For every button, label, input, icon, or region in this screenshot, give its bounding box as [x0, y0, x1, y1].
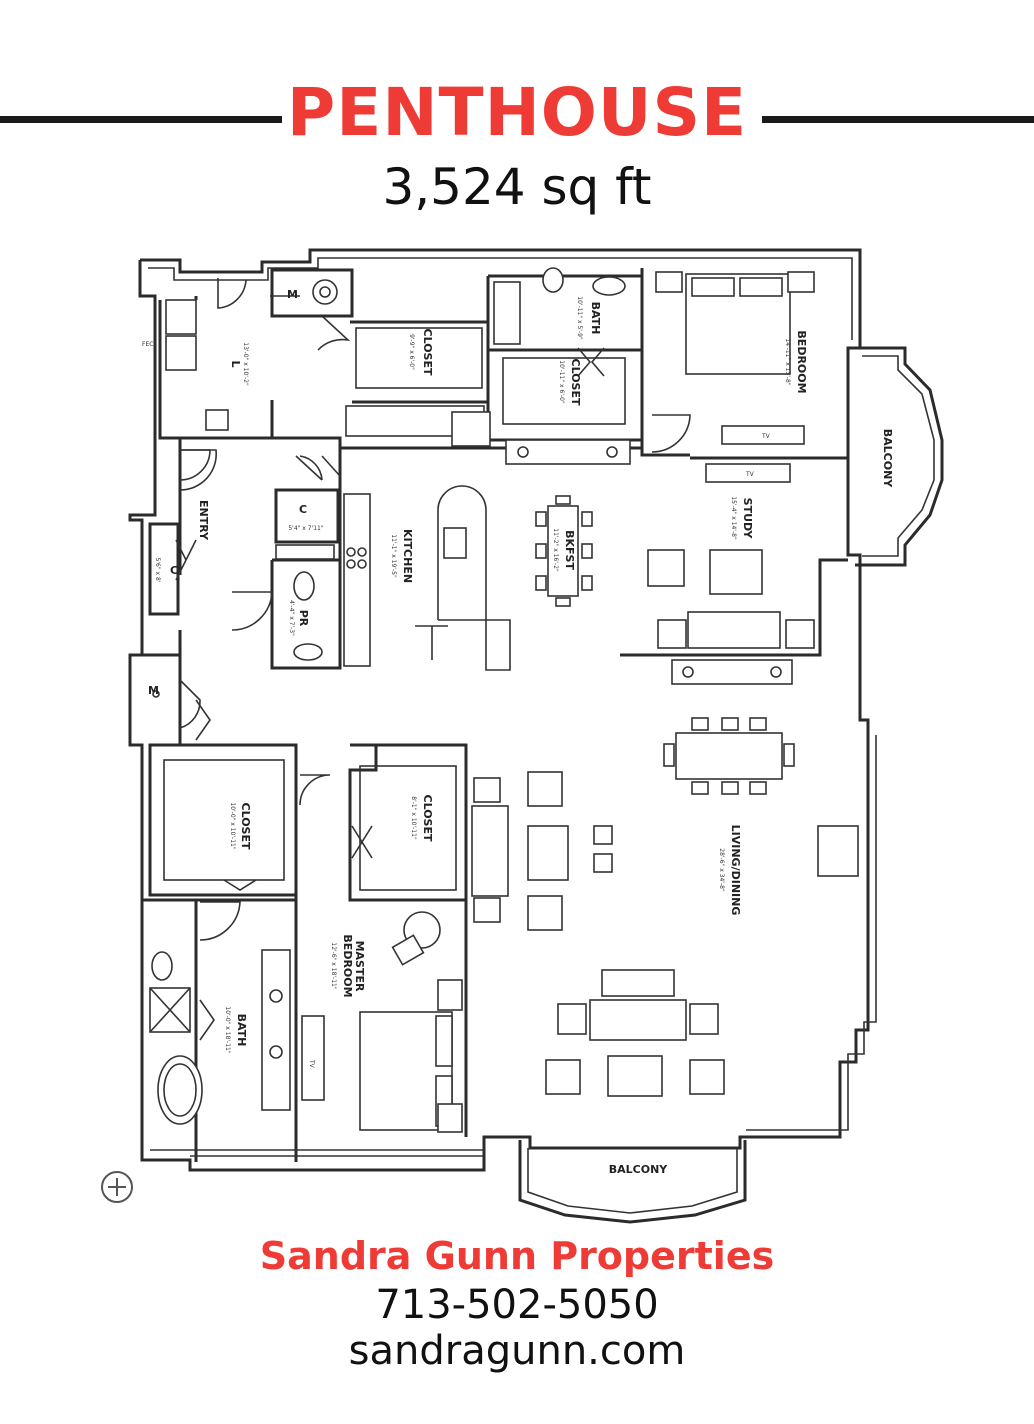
laundry-dim: 13'-0" x 10'-2" [242, 342, 249, 386]
closet-master-dim: 10'-0" x 10'-11" [229, 802, 236, 849]
closet-top-label: CLOSET [421, 329, 434, 376]
kitchen-label: KITCHEN [401, 529, 414, 583]
bath-top-dim: 10'-11" x 5'-9" [576, 296, 583, 340]
title-rule-right [762, 116, 1034, 123]
mech-top-label: M [287, 288, 298, 301]
doors [175, 278, 691, 1041]
fixtures [149, 267, 859, 1133]
page-title: PENTHOUSE [286, 74, 748, 151]
bath-master-label: BATH [235, 1014, 248, 1047]
closet-master-label: CLOSET [239, 803, 252, 850]
closet-c1-label: C [299, 503, 307, 516]
bkfst-dim: 11'-2" x 16'-2" [552, 528, 559, 572]
bkfst-label: BKFST [563, 530, 576, 570]
laundry-label: L [229, 360, 242, 367]
mech-left-label: M [148, 684, 159, 697]
closet-bath-label: CLOSET [569, 359, 582, 406]
master-bedroom-label-2: BEDROOM [341, 934, 354, 997]
closet-bath-dim: 10'-11" x 6'-0" [558, 360, 565, 404]
bedroom-label: BEDROOM [795, 330, 808, 393]
room-labels: CLOSET 9'-9" x 6'-0" BATH 10'-11" x 5'-9… [142, 288, 808, 1069]
closet-c2-dim: 5'6" x 8' [154, 558, 161, 583]
study-label: STUDY [741, 498, 754, 540]
tv-label-study: TV [745, 471, 755, 478]
bath-master-dim: 10'-0" x 18'-11" [224, 1006, 231, 1053]
pr-dim: 4'-4" x 7'-3" [288, 600, 295, 636]
living-dim: 28'-6" x 34'-8" [718, 848, 725, 892]
title-rule-left [0, 116, 282, 123]
plus-circle-icon[interactable] [101, 1171, 133, 1203]
master-bedroom-dim: 12'-6" x 18'-11" [330, 942, 337, 989]
entry-label: ENTRY [197, 500, 210, 541]
pr-label: PR [297, 610, 310, 627]
square-footage: 3,524 sq ft [382, 158, 652, 216]
balcony-east: BALCONY [855, 346, 944, 567]
fec-label: FEC [142, 341, 153, 348]
tv-label-master: TV [308, 1059, 315, 1069]
exterior-walls [128, 248, 877, 1172]
study-dim: 15'-4" x 14'-8" [730, 496, 737, 540]
balcony-east-label: BALCONY [881, 429, 894, 489]
company-name: Sandra Gunn Properties [259, 1234, 775, 1278]
tv-label-bedroom: TV [761, 433, 771, 440]
closet-mid-label: CLOSET [421, 795, 434, 842]
phone-number: 713-502-5050 [375, 1282, 659, 1328]
bath-top-label: BATH [589, 302, 602, 335]
balcony-south-label: BALCONY [609, 1163, 669, 1176]
closet-c2-label: C [170, 564, 178, 577]
closet-mid-dim: 8'-1" x 10'-11" [410, 796, 417, 840]
website: sandragunn.com [348, 1328, 686, 1374]
bedroom-dim: 14'-11" x 13'-8" [784, 338, 791, 385]
closet-top-dim: 9'-9" x 6'-0" [408, 334, 415, 370]
balcony-south: BALCONY [518, 1140, 747, 1224]
closet-c1-dim: 5'4" x 7'11" [288, 525, 324, 532]
kitchen-dim: 11'-1" x 19'-5" [390, 534, 397, 578]
living-label: LIVING/DINING [729, 825, 742, 916]
master-bedroom-label-1: MASTER [353, 941, 366, 992]
interior-walls [142, 268, 848, 1162]
